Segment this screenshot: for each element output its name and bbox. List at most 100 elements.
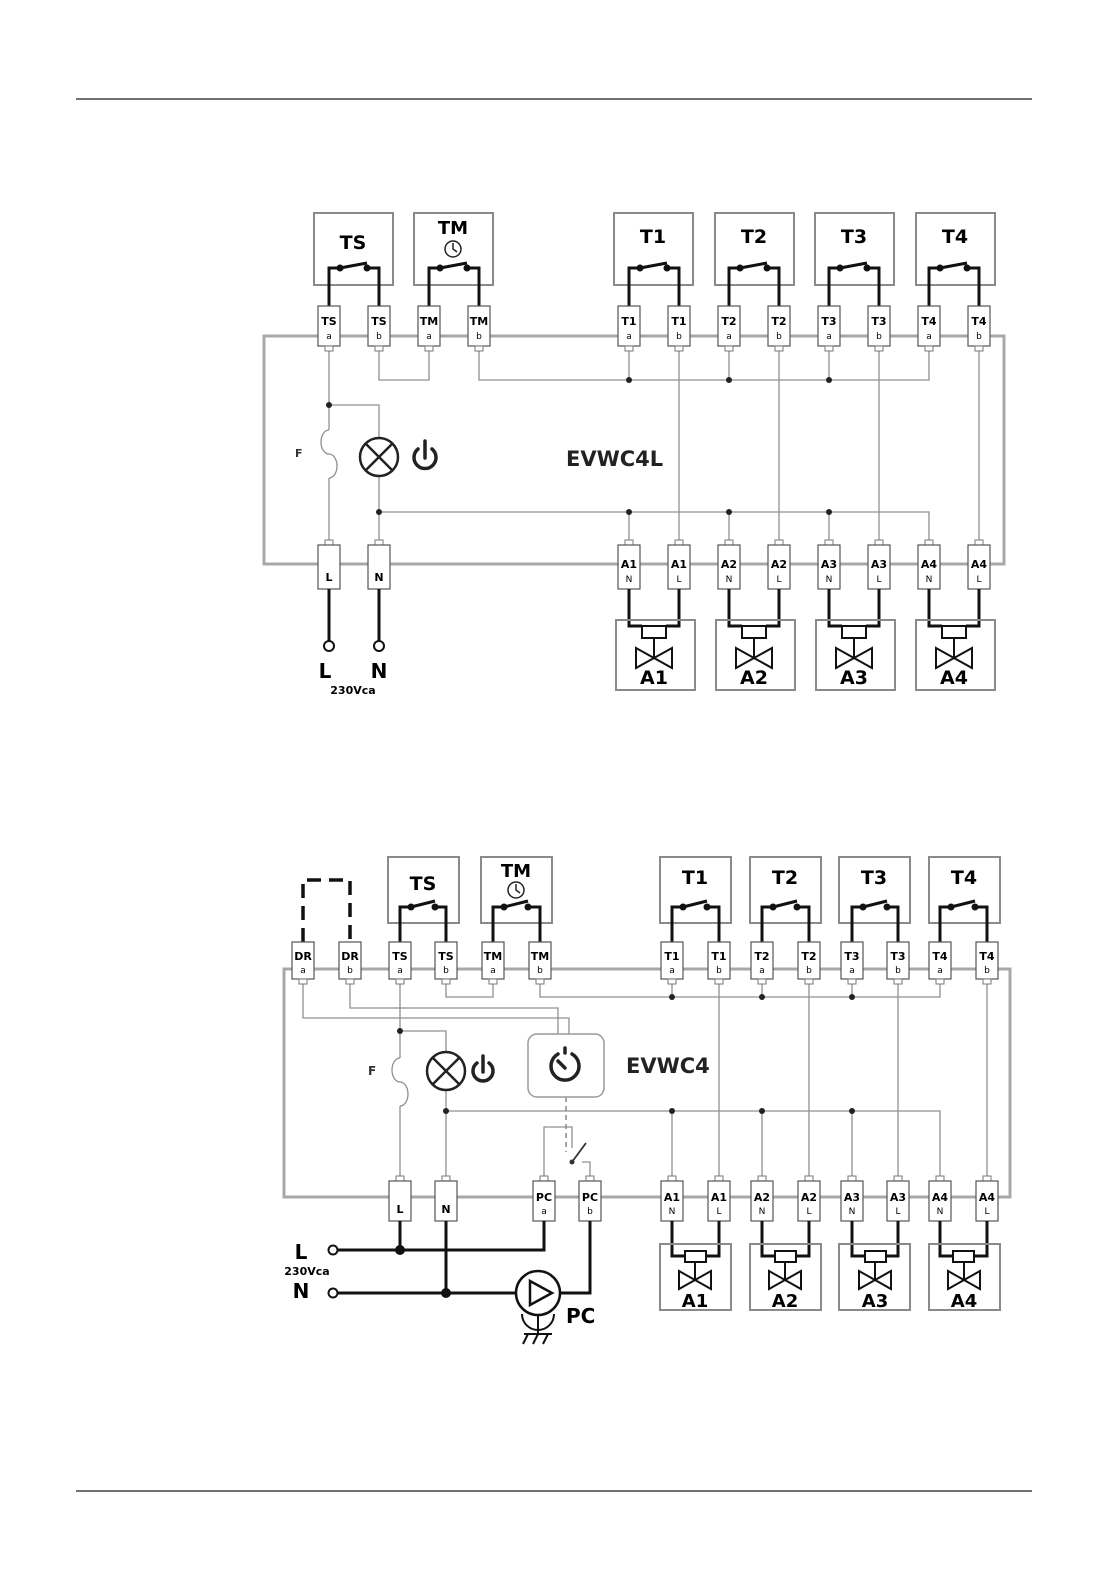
terminal: T3a bbox=[840, 941, 864, 985]
svg-text:a: a bbox=[300, 966, 306, 976]
device-tm: TM bbox=[480, 856, 553, 924]
svg-text:T2: T2 bbox=[801, 950, 816, 963]
svg-text:A1: A1 bbox=[640, 667, 668, 689]
svg-text:PC: PC bbox=[582, 1191, 598, 1204]
terminal: TMa bbox=[481, 941, 505, 985]
terminal: A3L bbox=[867, 539, 891, 590]
voltage-label: 230Vca bbox=[284, 1265, 329, 1278]
terminal: N bbox=[367, 539, 391, 590]
terminal: A2N bbox=[750, 1175, 774, 1222]
svg-text:N: N bbox=[726, 575, 733, 585]
power-icon bbox=[412, 439, 438, 471]
mains-leads-1: L N 230Vca bbox=[319, 589, 388, 697]
svg-text:a: a bbox=[826, 332, 832, 342]
svg-text:TS: TS bbox=[340, 232, 367, 254]
voltage-label: 230Vca bbox=[330, 684, 375, 697]
svg-text:L: L bbox=[776, 575, 781, 585]
svg-text:b: b bbox=[676, 332, 682, 342]
terminal: T4a bbox=[917, 305, 941, 352]
terminal: TMb bbox=[528, 941, 552, 985]
svg-text:a: a bbox=[326, 332, 332, 342]
diagram-evwc4: F EVWC4 TS TM T1 T2 T3 bbox=[282, 856, 1012, 1345]
terminal: TSb bbox=[367, 305, 391, 352]
terminal: N bbox=[434, 1175, 458, 1222]
terminal: T1a bbox=[617, 305, 641, 352]
svg-text:T1: T1 bbox=[671, 315, 686, 328]
terminal: T2b bbox=[797, 941, 821, 985]
svg-text:TM: TM bbox=[484, 950, 502, 963]
device-t4: T4 bbox=[928, 856, 1001, 924]
device-t2: T2 bbox=[714, 212, 795, 286]
svg-text:L: L bbox=[676, 575, 681, 585]
svg-text:T3: T3 bbox=[861, 867, 887, 889]
terminal: A2L bbox=[797, 1175, 821, 1222]
thermostat-contacts-2 bbox=[398, 899, 989, 942]
timer-block bbox=[527, 1033, 605, 1098]
svg-text:a: a bbox=[669, 966, 675, 976]
svg-text:N: N bbox=[669, 1207, 676, 1217]
svg-text:b: b bbox=[443, 966, 449, 976]
terminal: A4N bbox=[917, 539, 941, 590]
terminal: T1 a bbox=[660, 941, 684, 985]
clock-icon bbox=[444, 240, 462, 258]
thin-wiring-2 bbox=[302, 979, 988, 1181]
svg-text:b: b bbox=[776, 332, 782, 342]
svg-text:T2: T2 bbox=[771, 315, 786, 328]
terminal: TMb bbox=[467, 305, 491, 352]
pump-label: PC bbox=[566, 1304, 595, 1328]
svg-text:T1: T1 bbox=[664, 950, 679, 963]
svg-text:T4: T4 bbox=[932, 950, 948, 963]
svg-text:TS: TS bbox=[392, 950, 408, 963]
terminal: T1 b bbox=[667, 305, 691, 352]
svg-text:L: L bbox=[876, 575, 881, 585]
svg-text:A3: A3 bbox=[821, 558, 837, 571]
top-rule bbox=[76, 98, 1032, 100]
terminals-bottom-1: L N A1N A1L A2N A2L A3N A3L A4N A4L bbox=[317, 539, 991, 590]
junction-dots-2 bbox=[397, 994, 855, 1114]
svg-text:N: N bbox=[937, 1207, 944, 1217]
terminal: T4b bbox=[975, 941, 999, 985]
svg-text:A1: A1 bbox=[621, 558, 637, 571]
svg-text:T3: T3 bbox=[841, 226, 867, 248]
actuator-a1: A1 bbox=[615, 589, 696, 691]
terminals-top-1: TSa TSb TMa TMb T1a T1b T2a T2b T3a T3b … bbox=[317, 305, 991, 352]
thermostat-contacts-1 bbox=[327, 261, 981, 306]
model-title: EVWC4L bbox=[566, 447, 663, 471]
svg-text:T1: T1 bbox=[640, 226, 666, 248]
svg-text:b: b bbox=[976, 332, 982, 342]
terminal: TSb bbox=[434, 941, 458, 985]
svg-text:A4: A4 bbox=[951, 1291, 977, 1312]
svg-text:a: a bbox=[541, 1207, 547, 1217]
terminals-top-2: DRa DRb TSa TSb TMa TMb T1a T1b T2a T2b … bbox=[291, 941, 999, 985]
pump-icon bbox=[514, 1269, 562, 1345]
svg-text:a: a bbox=[426, 332, 432, 342]
terminal: A3N bbox=[840, 1175, 864, 1222]
svg-text:L: L bbox=[984, 1207, 989, 1217]
svg-text:T2: T2 bbox=[741, 226, 767, 248]
relay-contact bbox=[565, 1097, 587, 1165]
terminal: L bbox=[317, 539, 341, 590]
svg-text:A4: A4 bbox=[979, 1191, 996, 1204]
svg-text:L: L bbox=[396, 1203, 403, 1216]
actuator-a2: A2 bbox=[715, 589, 796, 691]
svg-text:A2: A2 bbox=[801, 1191, 817, 1204]
svg-text:A2: A2 bbox=[771, 558, 787, 571]
mains-n-label: N bbox=[371, 659, 388, 683]
svg-text:T1: T1 bbox=[682, 867, 708, 889]
svg-text:a: a bbox=[626, 332, 632, 342]
svg-text:A1: A1 bbox=[671, 558, 687, 571]
svg-text:T1: T1 bbox=[711, 950, 726, 963]
svg-text:N: N bbox=[759, 1207, 766, 1217]
svg-text:A2: A2 bbox=[754, 1191, 770, 1204]
svg-text:TM: TM bbox=[531, 950, 549, 963]
terminal: A3L bbox=[886, 1175, 910, 1222]
terminal: T3b bbox=[886, 941, 910, 985]
clock-icon bbox=[507, 881, 525, 899]
terminal: TSa bbox=[388, 941, 412, 985]
svg-text:A2: A2 bbox=[772, 1291, 798, 1312]
device-ts: TS bbox=[387, 856, 460, 924]
device-t2: T2 bbox=[749, 856, 822, 924]
terminal: A1L bbox=[707, 1175, 731, 1222]
device-tm: TM bbox=[413, 212, 494, 286]
svg-text:A4: A4 bbox=[932, 1191, 949, 1204]
